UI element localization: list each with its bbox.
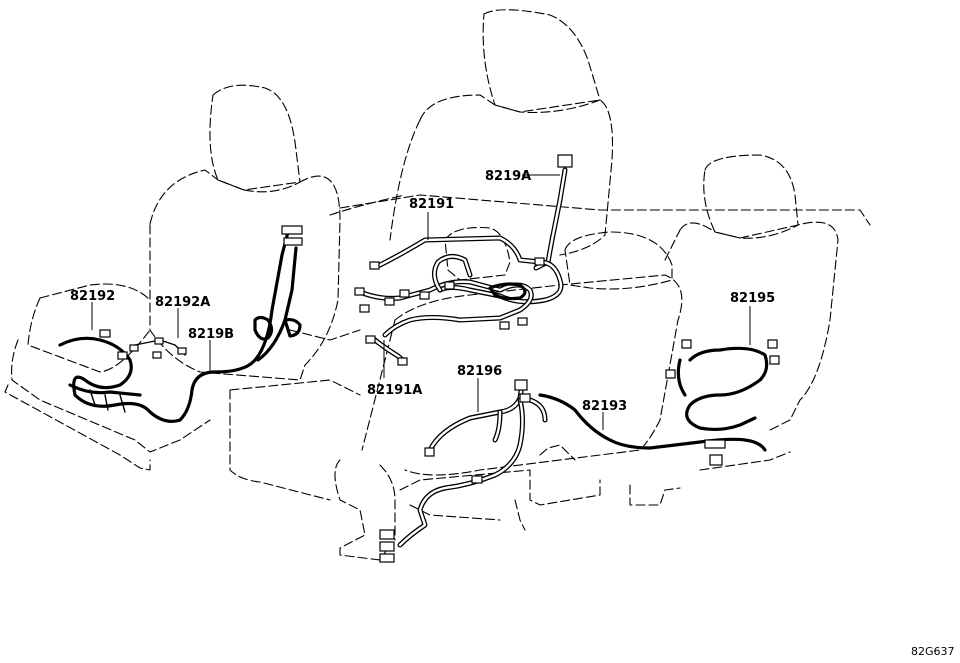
- harness-8219B: [178, 225, 303, 422]
- harness-82192: [58, 329, 182, 423]
- part-label-82192A: 82192A: [155, 295, 210, 310]
- front-left-seat-outline: [4, 84, 341, 471]
- center-seat-outline: [329, 9, 613, 256]
- part-label-82191: 82191: [409, 197, 454, 212]
- part-label-82195: 82195: [730, 291, 775, 306]
- part-label-82196: 82196: [457, 364, 502, 379]
- rear-bench-outline: [229, 154, 871, 561]
- harness-82191: [354, 235, 564, 338]
- figure-code: 82G637: [911, 645, 955, 658]
- part-label-82193: 82193: [582, 399, 627, 414]
- harness-82191A: [365, 335, 408, 366]
- harness-82193: [519, 393, 767, 466]
- part-label-8219A: 8219A: [485, 169, 531, 184]
- part-label-8219B: 8219B: [188, 327, 234, 342]
- harness-82196: [379, 379, 528, 563]
- part-label-82191A: 82191A: [367, 383, 422, 398]
- leader-lines: [91, 174, 751, 430]
- harness-82192A: [129, 337, 187, 359]
- harness-82195: [665, 339, 780, 432]
- harness-8219A: [533, 154, 573, 271]
- part-label-82192: 82192: [70, 289, 115, 304]
